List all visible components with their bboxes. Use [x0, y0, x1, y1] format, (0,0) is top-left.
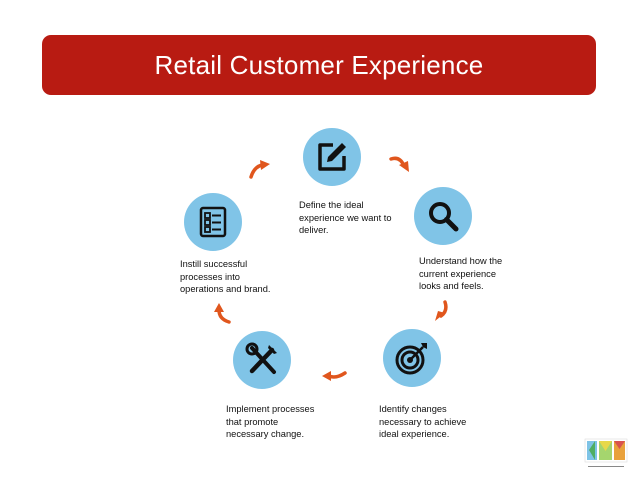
magnifier-icon — [426, 199, 460, 233]
checklist-icon — [196, 205, 230, 239]
arrow-icon — [435, 300, 448, 321]
step-implement-text: Implement processes that promote necessa… — [226, 404, 315, 439]
step-identify-text: Identify changes necessary to achieve id… — [379, 404, 467, 439]
page-title: Retail Customer Experience — [154, 49, 484, 80]
company-logo-icon — [584, 438, 628, 469]
step-identify-circle — [383, 329, 441, 387]
edit-icon — [315, 140, 349, 174]
step-define-circle — [303, 128, 361, 186]
arrow-icon — [214, 303, 231, 324]
step-implement-circle — [233, 331, 291, 389]
step-instill-circle — [184, 193, 242, 251]
arrow-icon — [389, 156, 409, 172]
step-understand-text: Understand how the current experience lo… — [419, 256, 503, 291]
step-understand-circle — [414, 187, 472, 245]
step-instill-text: Instill successful processes into operat… — [180, 259, 271, 294]
target-icon — [394, 340, 430, 376]
step-define-text: Define the ideal experience we want to d… — [299, 200, 392, 235]
tools-icon — [244, 342, 280, 378]
arrow-icon — [249, 160, 270, 179]
arrow-icon — [322, 371, 347, 381]
title-banner: Retail Customer Experience — [42, 35, 596, 95]
